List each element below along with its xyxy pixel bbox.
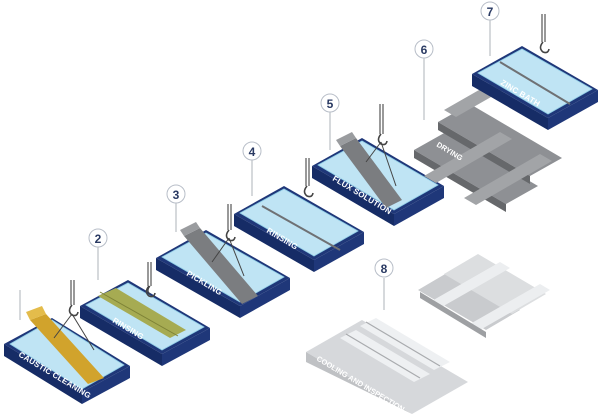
step-number: 4 (249, 145, 256, 159)
stage-2-rinsing: 2 RINSING (80, 228, 210, 366)
step-number: 7 (487, 5, 494, 19)
crane-hook-icon (303, 158, 314, 198)
crane-hook-icon (539, 14, 550, 54)
grey-beam-icon (336, 132, 402, 208)
step-number-badge (480, 1, 500, 21)
stage-3-pickling: 3 PICKLING (147, 184, 290, 318)
step-number-badge (242, 141, 262, 161)
step-number-badge (166, 184, 186, 204)
step-number-badge (374, 258, 394, 278)
crane-hook-icon (147, 285, 151, 295)
step-number: 3 (173, 188, 180, 202)
cooling-platform-icon (306, 318, 468, 414)
stage-5-flux-solution: 5 FLUX SOLUTION (312, 93, 444, 226)
stage-8-cooling-inspection: 8 COOLING AND INSPECTION (306, 254, 550, 414)
crane-hook-icon (53, 280, 95, 351)
stage-7-zinc-bath: 7 ZINC BATH (472, 1, 598, 130)
crane-hook-icon (365, 104, 397, 187)
green-beam-icon (98, 288, 186, 338)
step-number: 5 (327, 97, 334, 111)
crane-hook-icon (211, 204, 245, 277)
stage-4-rinsing: 4 RINSING (234, 141, 364, 272)
grey-beam-icon (180, 222, 258, 304)
rinse-tank-icon (234, 186, 364, 272)
drying-rack-icon (414, 78, 562, 212)
grey-beam-icon (261, 205, 341, 251)
yellow-beam-icon (26, 306, 104, 384)
step-number: 2 (95, 232, 102, 246)
step-number-badge (414, 39, 434, 59)
step-number-badge (88, 228, 108, 248)
step-number: 8 (381, 262, 388, 276)
step-number-badge (320, 93, 340, 113)
step-number: 6 (421, 43, 428, 57)
stage-6-drying: 6 DRYING (414, 39, 562, 212)
galvanized-rack-icon (418, 254, 550, 338)
crane-hook-icon (145, 262, 156, 298)
grey-beam-icon (499, 61, 571, 105)
